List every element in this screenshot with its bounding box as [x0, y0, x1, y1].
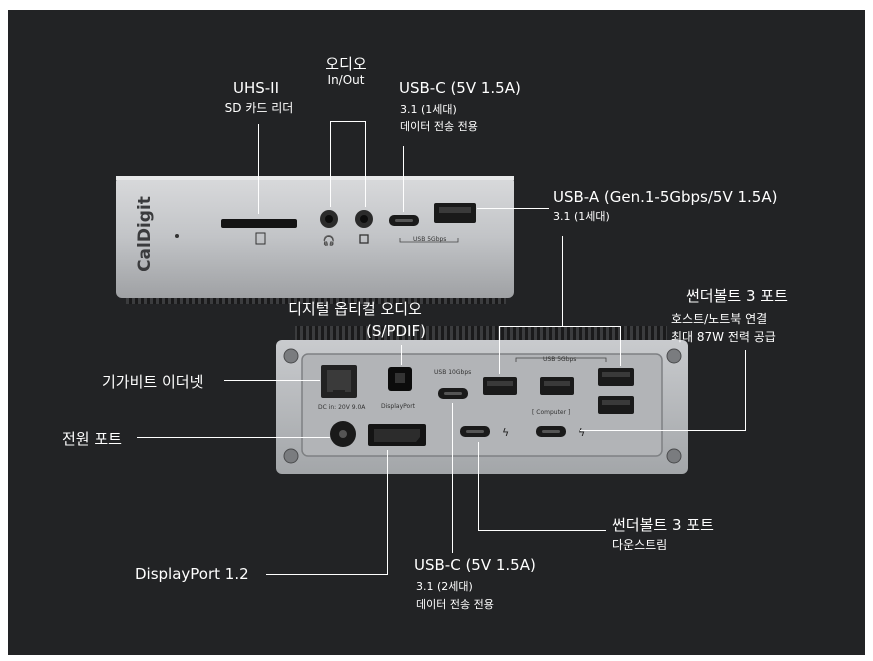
- usb-5gbps-label: USB 5Gbps: [543, 356, 577, 363]
- callout-line-tb-host-h: [580, 430, 746, 431]
- usbc-front-subtitle-2: 데이터 전송 전용: [400, 120, 478, 133]
- usba-subtitle: 3.1 (1세대): [553, 210, 610, 223]
- computer-label: [ Computer ]: [532, 409, 571, 416]
- usbc-front-subtitle-1: 3.1 (1세대): [400, 103, 457, 116]
- displayport-port-label: DisplayPort: [381, 403, 416, 410]
- callout-line-displayport-h: [266, 574, 388, 575]
- ethernet-label: 기가비트 이더넷: [102, 373, 204, 391]
- callout-line-usba-r: [620, 326, 621, 366]
- usbc-rear-title: USB-C (5V 1.5A): [414, 556, 536, 574]
- usbc-rear-subtitle-2: 데이터 전송 전용: [416, 598, 494, 611]
- status-led: [175, 234, 179, 238]
- tb-host-title: 썬더볼트 3 포트: [686, 287, 788, 305]
- power-label: 전원 포트: [62, 430, 122, 448]
- callout-line-audio-h: [330, 121, 366, 122]
- front-dock: 🎧: [116, 176, 514, 304]
- thunderbolt-host-icon: ϟ: [578, 426, 585, 439]
- uhs-subtitle: SD 카드 리더: [224, 101, 294, 115]
- screw-top-right: [666, 348, 682, 364]
- callout-line-audio-l: [330, 121, 331, 207]
- usba-title: USB-A (Gen.1-5Gbps/5V 1.5A): [553, 188, 778, 206]
- callout-line-audio-r: [365, 121, 366, 207]
- audio-subtitle: In/Out: [327, 73, 365, 87]
- displayport-label: DisplayPort 1.2: [135, 565, 249, 583]
- mic-icon: [359, 234, 369, 244]
- screw-top-left: [283, 348, 299, 364]
- callout-line-usbc-front: [403, 146, 404, 212]
- tb-host-subtitle-2: 최대 87W 전력 공급: [671, 330, 776, 344]
- spdif-subtitle: (S/PDIF): [366, 322, 426, 340]
- audio-title: 오디오: [325, 55, 367, 73]
- tb-down-title: 썬더볼트 3 포트: [612, 516, 714, 534]
- thunderbolt-downstream-icon: ϟ: [502, 426, 509, 439]
- callout-line-power: [137, 437, 330, 438]
- callout-line-usba-l: [499, 326, 500, 374]
- screw-bottom-left: [283, 448, 299, 464]
- sd-card-slot: [221, 219, 297, 228]
- sd-card-icon: [255, 232, 266, 245]
- callout-line-usbc-rear: [452, 403, 453, 553]
- usbc-rear-subtitle-1: 3.1 (2세대): [416, 580, 473, 593]
- callout-line-tb-host-v: [745, 350, 746, 430]
- tb-host-subtitle-1: 호스트/노트북 연결: [671, 312, 768, 326]
- callout-line-usba-down: [562, 236, 563, 326]
- screw-bottom-right: [666, 448, 682, 464]
- callout-line-uhs: [258, 124, 259, 214]
- usbc-front-title: USB-C (5V 1.5A): [399, 79, 521, 97]
- dc-in-label: DC in: 20V 9.0A: [318, 404, 366, 411]
- uhs-title: UHS-II: [232, 79, 280, 97]
- front-usb-speed-label: USB 5Gbps: [413, 236, 447, 243]
- callout-line-ethernet: [224, 380, 320, 381]
- callout-line-tb-down-h: [478, 530, 606, 531]
- callout-line-usba-h: [499, 326, 620, 327]
- callout-line-usba: [477, 208, 549, 209]
- spdif-title: 디지털 옵티컬 오디오: [288, 300, 422, 318]
- callout-line-spdif: [401, 345, 402, 365]
- usb-10gbps-label: USB 10Gbps: [434, 369, 472, 376]
- callout-line-displayport-v: [387, 450, 388, 574]
- tb-down-subtitle: 다운스트림: [612, 538, 668, 552]
- callout-line-tb-down-v: [478, 442, 479, 530]
- headphone-icon: 🎧: [323, 234, 335, 247]
- rear-dock: ϟ ϟ: [276, 326, 688, 474]
- brand-logo: CalDigit: [135, 196, 155, 272]
